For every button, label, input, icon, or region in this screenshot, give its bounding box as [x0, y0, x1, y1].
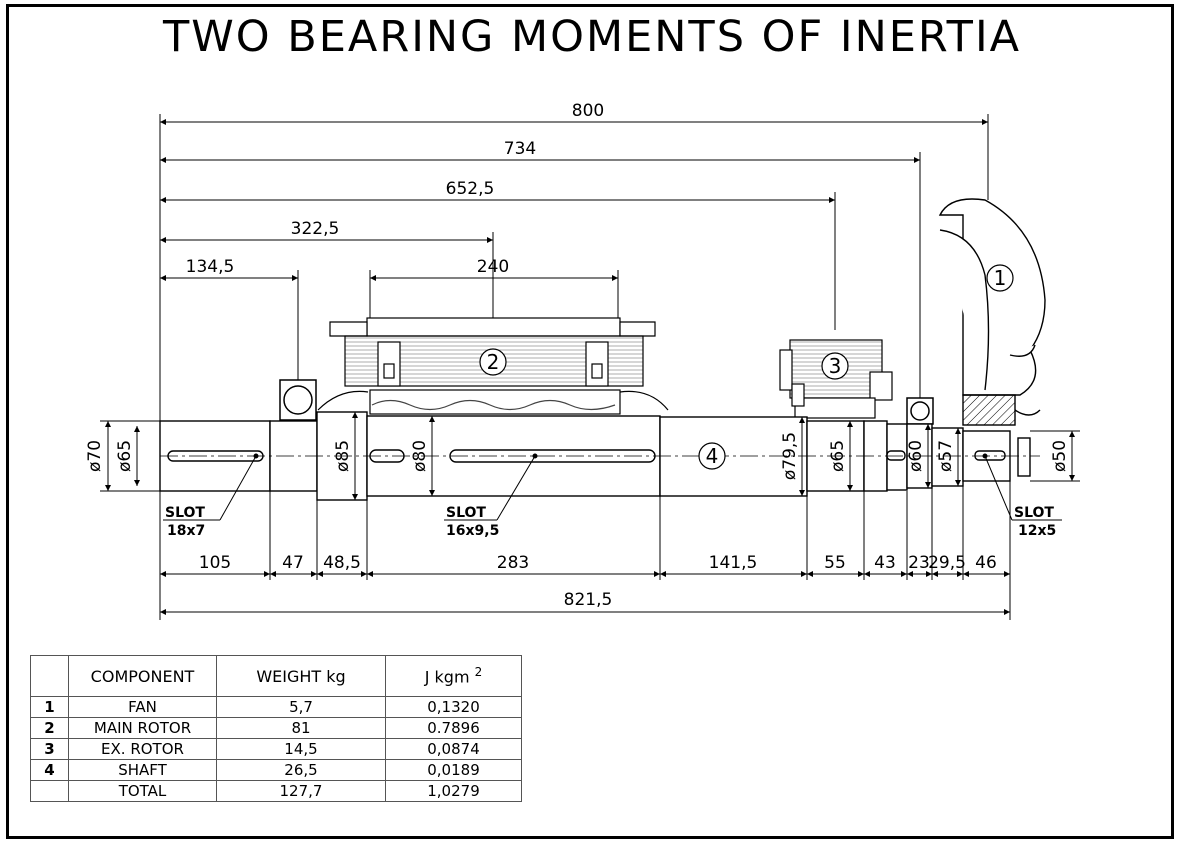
header-component: COMPONENT	[68, 655, 217, 697]
dim-322-5: 322,5	[291, 219, 340, 239]
table-total-row: TOTAL 127,7 1,0279	[30, 780, 522, 802]
dia-80: ø80	[410, 440, 430, 472]
bubble-main-rotor-label: 2	[487, 350, 500, 374]
dia-70: ø70	[85, 440, 105, 472]
bubble-main-rotor	[479, 348, 507, 376]
diameter-dimensions	[100, 412, 1080, 500]
dim-23: 23	[908, 553, 930, 573]
row-weight: 81	[216, 717, 386, 739]
fan	[938, 198, 1046, 426]
row-inertia: 0,0874	[385, 738, 522, 760]
slot-labels: SLOT 18x7 SLOT 16x9,5 SLOT 12x5	[165, 505, 1056, 539]
dim-141-5: 141,5	[709, 553, 758, 573]
header-weight: WEIGHT kg	[216, 655, 386, 697]
dia-57: ø57	[936, 440, 956, 472]
slot-middle-label: SLOT	[446, 505, 486, 521]
dim-652-5: 652,5	[446, 179, 495, 199]
dim-821-5: 821,5	[564, 590, 613, 610]
bubble-exciter-rotor-label: 3	[829, 354, 842, 378]
dim-29-5: 29,5	[928, 553, 966, 573]
row-weight: 26,5	[216, 759, 386, 781]
dim-283: 283	[497, 553, 529, 573]
slot-right-label: SLOT	[1014, 505, 1054, 521]
dim-55: 55	[824, 553, 846, 573]
slot-left-label: SLOT	[165, 505, 205, 521]
dia-60: ø60	[906, 440, 926, 472]
table-row: 2 MAIN ROTOR 81 0.7896	[30, 717, 522, 739]
dia-65-right: ø65	[828, 440, 848, 472]
row-index: 3	[30, 738, 69, 760]
bubble-exciter-rotor	[821, 352, 849, 380]
dim-48-5: 48,5	[323, 553, 361, 573]
row-component: SHAFT	[68, 759, 217, 781]
row-weight: 14,5	[216, 738, 386, 760]
component-bubbles: 1 2 3 4	[479, 264, 1014, 470]
shaft	[159, 411, 1040, 501]
dim-105: 105	[199, 553, 231, 573]
dia-85: ø85	[333, 440, 353, 472]
slot-middle-size: 16x9,5	[446, 523, 499, 539]
table-header-row: COMPONENT WEIGHT kg J kgm 2	[30, 655, 522, 697]
dim-134-5: 134,5	[186, 257, 235, 277]
header-inertia-label: J kgm	[424, 667, 470, 687]
top-dimensions	[159, 114, 989, 620]
bubble-shaft-label: 4	[706, 444, 719, 468]
table-row: 3 EX. ROTOR 14,5 0,0874	[30, 738, 522, 760]
bearings	[279, 379, 934, 425]
row-inertia: 0.7896	[385, 717, 522, 739]
bubble-shaft	[698, 442, 726, 470]
row-component: FAN	[68, 696, 217, 718]
dim-46: 46	[975, 553, 997, 573]
table-row: 4 SHAFT 26,5 0,0189	[30, 759, 522, 781]
diameter-labels: ø70 ø65 ø85 ø80 ø79,5 ø65 ø60 ø57 ø50	[85, 432, 1070, 480]
dim-47: 47	[282, 553, 304, 573]
dia-50: ø50	[1050, 440, 1070, 472]
row-index: 2	[30, 717, 69, 739]
dim-800: 800	[572, 101, 604, 121]
header-index	[30, 655, 69, 697]
dim-734: 734	[504, 139, 536, 159]
row-component: MAIN ROTOR	[68, 717, 217, 739]
row-index: 1	[30, 696, 69, 718]
row-component: EX. ROTOR	[68, 738, 217, 760]
header-inertia-exponent: 2	[474, 665, 483, 680]
component-table: COMPONENT WEIGHT kg J kgm 2 1 FAN 5,7 0,…	[30, 655, 522, 802]
dim-240: 240	[477, 257, 509, 277]
bottom-dimensions	[160, 481, 1011, 620]
bottom-dimension-labels: 105 47 48,5 283 141,5 55 43 23 29,5 46 8…	[199, 553, 997, 610]
bubble-fan	[986, 264, 1014, 292]
row-weight: 5,7	[216, 696, 386, 718]
table-row: 1 FAN 5,7 0,1320	[30, 696, 522, 718]
drawing-frame	[6, 4, 1174, 839]
total-component: TOTAL	[68, 780, 217, 802]
top-dimension-labels: 800 734 652,5 322,5 134,5 240	[186, 101, 605, 277]
total-index	[30, 780, 69, 802]
header-inertia: J kgm 2	[385, 655, 522, 697]
dia-65-left: ø65	[115, 440, 135, 472]
dia-79-5: ø79,5	[780, 432, 800, 480]
total-inertia: 1,0279	[385, 780, 522, 802]
dim-43: 43	[874, 553, 896, 573]
total-weight: 127,7	[216, 780, 386, 802]
slot-leaders	[163, 453, 1062, 521]
row-inertia: 0,1320	[385, 696, 522, 718]
drawing-title: TWO BEARING MOMENTS OF INERTIA	[162, 12, 1022, 62]
slot-left-size: 18x7	[167, 523, 205, 539]
row-inertia: 0,0189	[385, 759, 522, 781]
row-index: 4	[30, 759, 69, 781]
main-rotor	[317, 317, 669, 415]
bubble-fan-label: 1	[994, 266, 1007, 290]
slot-right-size: 12x5	[1018, 523, 1056, 539]
